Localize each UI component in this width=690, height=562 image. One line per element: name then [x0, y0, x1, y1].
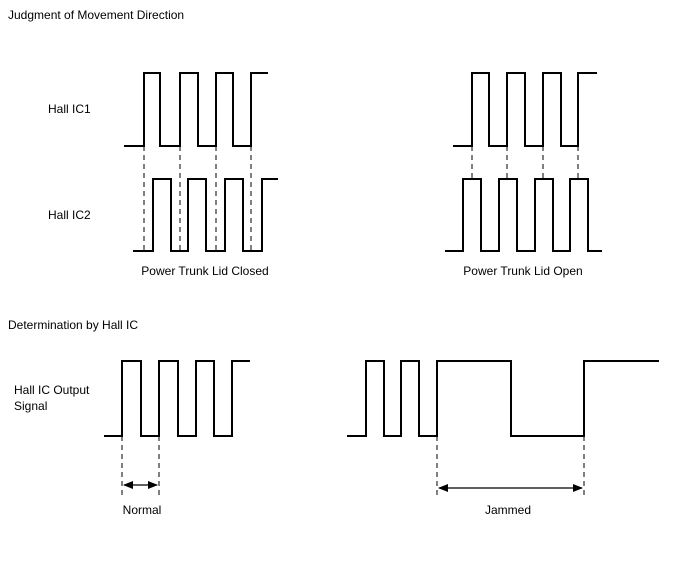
caption-lid-open: Power Trunk Lid Open — [463, 264, 583, 278]
dashed-guides-open — [471, 146, 579, 179]
waveform-hall-ic2-closed — [133, 178, 278, 252]
period-markers-jammed — [436, 436, 585, 496]
caption-normal: Normal — [122, 503, 162, 517]
waveform-hall-ic1-open — [453, 72, 597, 147]
label-hall-ic1: Hall IC1 — [48, 102, 91, 116]
label-output-signal-line2: Signal — [14, 399, 48, 413]
caption-lid-closed: Power Trunk Lid Closed — [141, 264, 269, 278]
waveform-hall-ic1-closed — [124, 72, 268, 147]
period-markers-normal — [121, 436, 160, 496]
section-title-direction: Judgment of Movement Direction — [8, 8, 185, 22]
section-title-determination: Determination by Hall IC — [8, 318, 139, 332]
label-hall-ic2: Hall IC2 — [48, 208, 91, 222]
dashed-guides-closed — [143, 146, 252, 251]
waveform-hall-ic2-open — [445, 178, 602, 252]
waveform-output-jammed — [347, 360, 659, 437]
label-output-signal-line1: Hall IC Output — [14, 383, 90, 397]
waveform-output-normal — [104, 360, 250, 437]
caption-jammed: Jammed — [484, 503, 532, 517]
